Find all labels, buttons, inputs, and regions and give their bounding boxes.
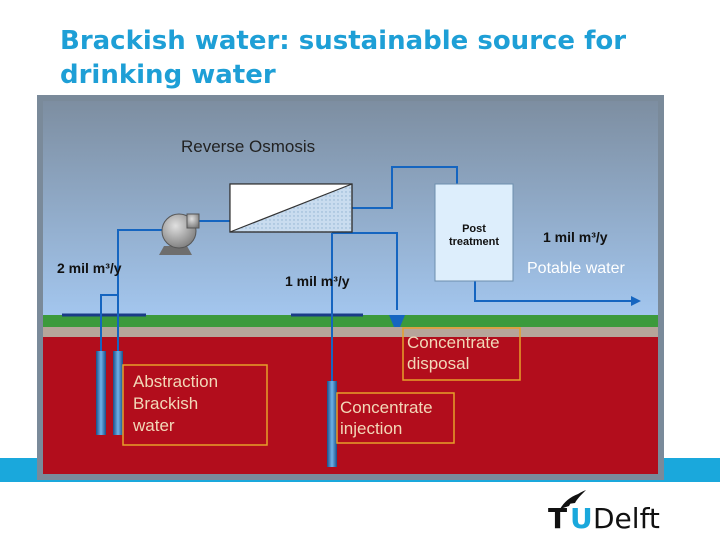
diagram-panel: Reverse Osmosis Post treatment 2 mil m³/…: [37, 95, 664, 480]
logo-letter-t: T: [548, 502, 568, 535]
topsoil-strip: [43, 327, 658, 337]
grass-strip: [43, 315, 658, 327]
reverse-osmosis-unit: [229, 183, 353, 233]
potable-water-label: Potable water: [527, 260, 625, 277]
logo-word-delft: Delft: [593, 502, 660, 535]
potable-flow-label: 1 mil m³/y: [543, 229, 608, 245]
post-treatment-label: Post treatment: [448, 223, 500, 248]
abstraction-well-2: [113, 351, 123, 435]
pump: [159, 213, 200, 255]
reverse-osmosis-label: Reverse Osmosis: [181, 137, 316, 156]
post-treatment-box: [434, 183, 514, 282]
injection-label-box: [336, 392, 455, 444]
disposal-outlet: [389, 315, 405, 327]
soil: [43, 337, 658, 474]
abstraction-label: Abstraction Brackish water: [133, 372, 219, 435]
tu-delft-logo: T U Delft: [548, 488, 668, 535]
abstraction-flow-label: 2 mil m³/y: [57, 260, 122, 276]
pipe-network: [100, 166, 637, 381]
disposal-label-box: [402, 327, 521, 381]
diagram-svg: [43, 101, 658, 474]
disposal-label: Concentrate disposal: [407, 333, 500, 373]
injection-well: [327, 381, 337, 467]
injection-label: Concentrate injection: [340, 398, 433, 438]
logo-letter-u: U: [570, 502, 593, 535]
abstraction-well-1: [96, 351, 106, 435]
slide-title: Brackish water: sustainable source for d…: [60, 26, 627, 90]
concentrate-flow-label: 1 mil m³/y: [285, 273, 350, 289]
potable-arrow-head: [631, 296, 641, 306]
abstraction-label-box: [122, 364, 268, 446]
flame-icon: [560, 490, 586, 509]
